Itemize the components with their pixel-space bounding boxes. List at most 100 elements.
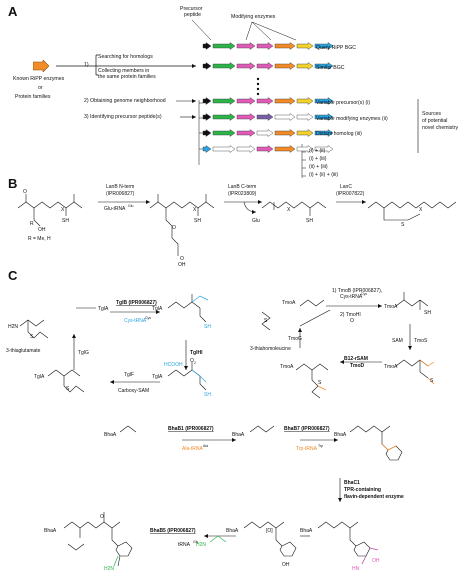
step1b: Collecting members in <box>98 68 150 74</box>
gene-arrow <box>212 113 236 121</box>
c-sh2: SH <box>204 392 211 398</box>
b-step1-enzyme: LanB N-term <box>106 184 134 190</box>
row-label-3: Variable modifying enzymes (ii) <box>316 116 388 122</box>
b-atom-o3: O <box>180 256 184 262</box>
c-tmoa-1: TmoA <box>282 300 296 306</box>
gene-arrow <box>212 62 236 70</box>
row-label-0: Query RiPP BGC <box>316 45 356 51</box>
panel-a-letter: A <box>8 4 18 19</box>
c-bhab5-sup: Gly <box>193 540 199 544</box>
c-bhaa-2: BhaA <box>232 432 245 438</box>
c-tmob-sub: Cys-tRNA <box>340 294 363 300</box>
c-o-acid: O <box>100 514 104 520</box>
gene-arrow <box>274 113 296 121</box>
combo-label-2: (ii) + (iii) <box>309 164 328 170</box>
c-bhab7-sup: Trp <box>318 444 323 448</box>
gene-arrow <box>314 42 334 50</box>
gene-arrow <box>256 42 274 50</box>
c-tgla-4: TglA <box>98 306 109 312</box>
gene-arrow <box>296 129 314 137</box>
gene-arrow <box>212 129 236 137</box>
b-step1-ipr: (IPR006827) <box>106 191 135 197</box>
gene-arrow <box>256 113 274 121</box>
c-thiaglutamate: 3-thiaglutamate <box>6 348 41 354</box>
c-bhaa-5: BhaA <box>226 528 239 534</box>
b-atom-sh2: SH <box>194 218 201 224</box>
c-tmoa-4: TmoA <box>280 364 294 370</box>
row-label-4: Distant homolog (iii) <box>316 131 362 137</box>
c-h2n: H2N <box>8 324 18 330</box>
b-step3-ipr: (IPR007822) <box>336 191 365 197</box>
precursor-label-2: peptide <box>184 12 202 18</box>
c-s2: S <box>66 386 70 392</box>
b-atom-sh: SH <box>62 218 69 224</box>
c-tglhi: TglHI <box>190 350 203 356</box>
c-tglg: TglG <box>78 350 89 356</box>
b-atom-x4: X <box>419 207 423 213</box>
sources-2: of potential <box>422 118 448 124</box>
c-tmoa-3: TmoA <box>384 364 398 370</box>
c-thiahomoleucine: 3-thiahomoleucine <box>250 346 291 352</box>
c-tgla-1: TglA <box>152 306 163 312</box>
gene-arrow <box>236 97 256 105</box>
gene-arrow <box>296 97 314 105</box>
combo-label-1: (i) + (iii) <box>309 156 327 162</box>
known-line1: Known RiPP enzymes <box>13 76 65 82</box>
c-o2-sub: 2 <box>194 361 196 365</box>
c-s3: S <box>264 318 268 324</box>
gene-arrow <box>212 145 236 153</box>
c-s1: S <box>30 334 34 340</box>
gene-arrow <box>256 62 274 70</box>
c-carboxy-sam: Carboxy-SAM <box>118 388 149 394</box>
c-oh-pink: OH <box>372 558 380 564</box>
sources-3: novel chemistry <box>422 125 459 131</box>
c-sh3: SH <box>424 310 431 316</box>
b-atom-x: X <box>61 207 65 213</box>
gene-arrow <box>274 145 296 153</box>
c-bhab5: BhaB5 (IPR006827) <box>150 528 196 534</box>
c-bhac1-3: flavin-dependent enzyme <box>344 494 404 500</box>
c-tmohi: 2) TmoHI <box>340 312 361 318</box>
gene-arrow <box>202 97 212 105</box>
panel-c-letter: C <box>8 268 18 283</box>
b-atom-oh: OH <box>38 227 46 233</box>
b-atom-oh2: OH <box>178 262 186 268</box>
step1c: the same protein families <box>98 74 156 80</box>
b-atom-o2: O <box>172 225 176 231</box>
gene-arrow <box>314 97 334 105</box>
c-o2: O <box>190 358 194 364</box>
gene-arrow <box>256 145 274 153</box>
c-bhab1: BhaB1 (IPR006827) <box>168 426 214 432</box>
panel-c-scheme: TglA TglB (IPR006827) Cys-tRNA Cys TglHI… <box>6 288 435 572</box>
gene-arrow <box>236 113 256 121</box>
c-hn-pink: HN <box>352 566 360 572</box>
step1a: Searching for homologs <box>98 54 153 60</box>
c-s4: S <box>430 378 434 384</box>
gene-arrow <box>296 113 314 121</box>
c-tmob: 1) TmoB (IPR006827), <box>332 288 382 294</box>
b-atom-x2: X <box>193 207 197 213</box>
panel-b-scheme: OH R X SH O O O OH SH SH X X X S R = Me,… <box>17 184 457 268</box>
c-sh1: SH <box>204 324 211 330</box>
c-bhac1-2: TPR-containing <box>344 487 381 493</box>
precursor-label-1: Precursor <box>180 6 203 12</box>
gene-arrow <box>236 145 256 153</box>
gene-arrow <box>202 62 212 70</box>
b-atom-sh3: SH <box>306 218 313 224</box>
b-step3-enzyme: LanC <box>340 184 352 190</box>
c-tgla-2: TglA <box>152 374 163 380</box>
gene-arrow <box>296 42 314 50</box>
known-enzyme-arrow-icon <box>33 60 49 72</box>
c-oh-acid: OH <box>282 562 290 568</box>
c-tmo-o2: O <box>350 318 354 324</box>
gene-cluster-rows <box>202 42 334 153</box>
c-bhab7: BhaB7 (IPR006827) <box>284 426 330 432</box>
gene-arrow <box>236 62 256 70</box>
row-label-2: Variable precursor(s) (i) <box>316 100 371 106</box>
c-bhab7-sub: Trp-tRNA <box>296 446 318 452</box>
c-tmog: TmoG <box>288 336 302 342</box>
b-step2-out: Glu <box>252 218 260 224</box>
gene-arrow <box>202 129 212 137</box>
c-h2n-green2: H2N <box>196 542 206 548</box>
c-hcooh: HCOOH <box>164 362 183 368</box>
